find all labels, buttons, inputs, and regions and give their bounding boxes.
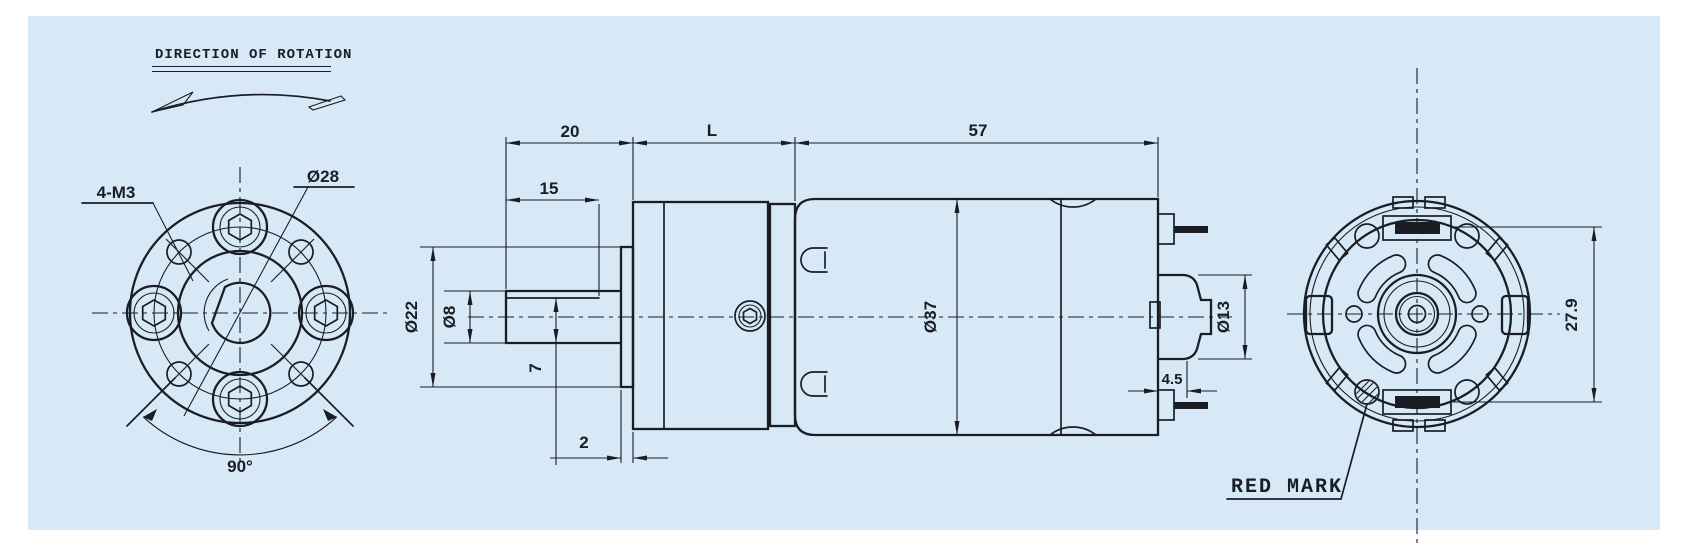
rear-terminal-bottom	[1382, 389, 1452, 432]
dim-shaft-dia: Ø8	[440, 290, 506, 344]
dim-thread-label: 4-M3	[97, 183, 136, 202]
dim-terminal-span-label: 27.9	[1562, 298, 1581, 331]
dim-chain-top: 20 L 57	[505, 121, 1159, 289]
dim-flat-height: 7	[526, 298, 559, 465]
direction-of-rotation-label: DIRECTION OF ROTATION	[155, 47, 352, 63]
vent-hole-se	[1454, 379, 1480, 405]
dim-pilot-dia: Ø22	[402, 246, 621, 388]
rotation-note: DIRECTION OF ROTATION	[151, 47, 352, 113]
bolt-circle	[153, 226, 327, 400]
motor-can	[793, 197, 1160, 437]
rotation-arrow-icon	[151, 91, 347, 113]
hex-screw-left	[125, 284, 183, 342]
dim-bushing-depth: 4.5	[1128, 361, 1217, 398]
dim-terminal-span: 27.9	[1453, 226, 1602, 403]
dim-flat-length-label: 15	[540, 179, 559, 198]
m3-hole-sw	[166, 361, 192, 387]
can-rim-circle	[1309, 206, 1525, 422]
side-tab-left	[1304, 294, 1334, 336]
flange-outer-circle	[128, 201, 352, 425]
dim-bushing-depth-label: 4.5	[1162, 371, 1183, 388]
vent-slots	[1357, 254, 1477, 374]
dim-motor-dia-label: Ø37	[921, 301, 940, 333]
red-mark-label: RED MARK	[1231, 476, 1343, 499]
axis-hole-left	[1345, 305, 1363, 323]
m3-hole-ne	[288, 239, 314, 265]
output-shaft	[504, 289, 623, 345]
dim-shaft-dia-label: Ø8	[440, 306, 459, 329]
m3-hole-nw	[166, 239, 192, 265]
gearbox-screw	[734, 300, 766, 332]
hex-screw-top	[211, 198, 269, 256]
rear-bushing	[1149, 273, 1213, 361]
dim-bolt-circle: Ø28	[307, 167, 339, 186]
red-mark-callout: RED MARK	[1226, 403, 1368, 500]
terminal-bottom	[1157, 389, 1208, 421]
m3-hole-se	[288, 361, 314, 387]
hex-screw-bottom	[211, 370, 269, 428]
rear-view: 27.9 RED MARK	[1226, 68, 1602, 546]
vent-hole-nw	[1354, 223, 1380, 249]
dim-pilot-depth: 2	[550, 390, 668, 463]
dim-motor-dia: Ø37	[921, 199, 960, 435]
terminal-top	[1157, 213, 1208, 245]
dim-motor-length: 57	[969, 121, 988, 140]
dim-flat-height-label: 7	[526, 363, 545, 372]
dim-bushing-dia: Ø13	[1198, 274, 1252, 360]
vent-hole-ne	[1454, 223, 1480, 249]
dim-gear-length: L	[707, 121, 717, 140]
clip-top	[800, 247, 828, 273]
dim-flat-length: 15	[506, 179, 600, 296]
can-outer-circle	[1302, 199, 1532, 429]
hex-screw-right	[297, 284, 355, 342]
dim-90deg: 90°	[126, 377, 354, 476]
dim-bushing-dia-label: Ø13	[1214, 301, 1233, 333]
drawing-panel	[28, 16, 1660, 530]
gear-face-circle	[176, 249, 304, 377]
clip-bottom	[800, 371, 828, 397]
side-tab-right	[1500, 294, 1530, 336]
rear-terminal-top	[1382, 196, 1452, 241]
dim-pilot-dia-label: Ø22	[402, 301, 421, 333]
front-view: 4-M3 Ø28 90°	[81, 167, 388, 476]
output-shaft-section	[203, 278, 272, 344]
dim-shaft-length: 20	[561, 122, 580, 141]
axis-hole-right	[1471, 305, 1489, 323]
side-view: 20 L 57 15 Ø22 Ø8	[402, 121, 1252, 465]
dim-angle-label: 90°	[227, 457, 253, 476]
rim-tabs	[1325, 236, 1509, 392]
bearing-boss	[1376, 273, 1458, 355]
dim-pilot-depth-label: 2	[579, 433, 588, 452]
